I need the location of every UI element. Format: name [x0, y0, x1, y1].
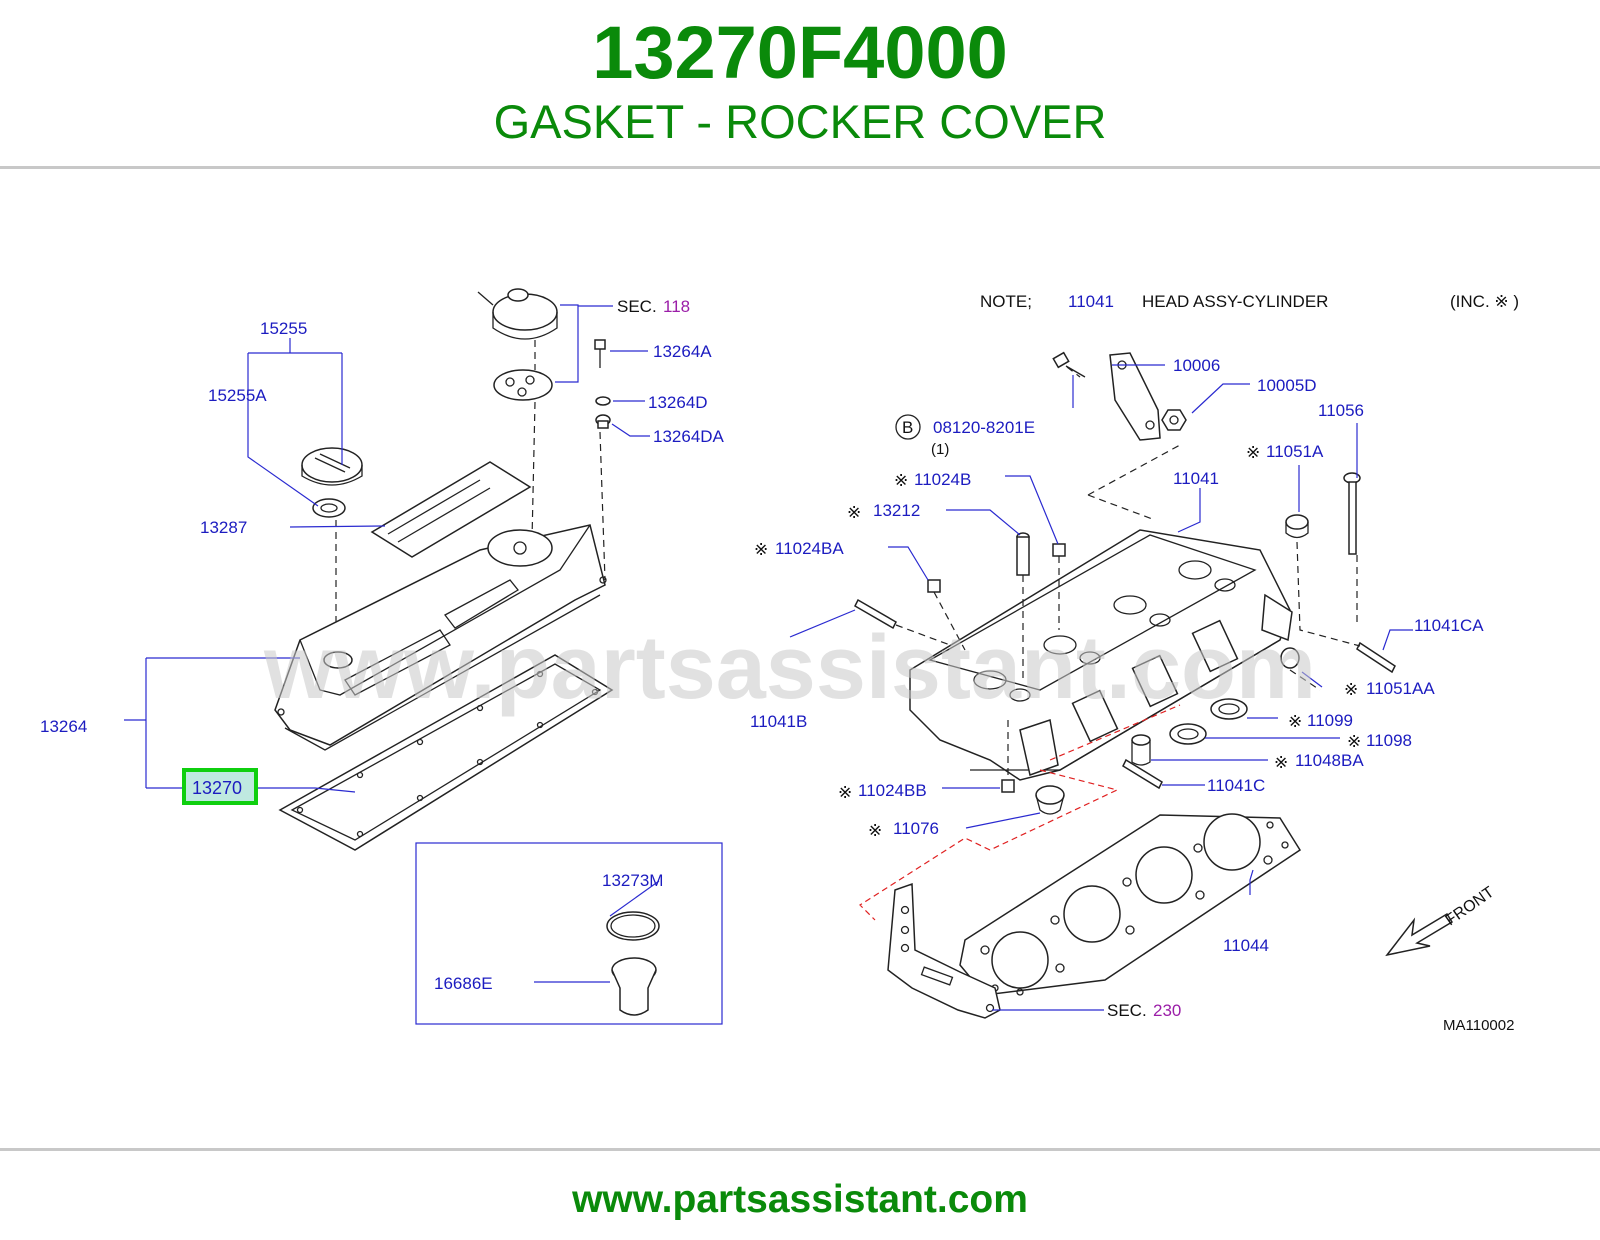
sleeve-13212-part: [1016, 532, 1030, 576]
part-number-title: 13270F4000: [592, 11, 1008, 94]
mark-11024ba: ※: [754, 540, 768, 559]
sec-118-prefix: SEC.: [617, 297, 657, 316]
label-16686e[interactable]: 16686E: [434, 974, 493, 993]
breather-cap-part: [477, 288, 558, 340]
label-10006[interactable]: 10006: [1173, 356, 1220, 375]
label-13212[interactable]: 13212: [873, 501, 920, 520]
mark-11098: ※: [1347, 732, 1361, 751]
plug-16686e-part: [611, 957, 657, 1016]
rocker-cover-gasket-part: [278, 654, 614, 851]
head-bolt-11056-part: [1343, 472, 1361, 555]
cylinder-head-part: [909, 529, 1293, 781]
label-11041ca[interactable]: 11041CA: [1414, 616, 1484, 635]
label-15255a[interactable]: 15255A: [208, 386, 267, 405]
inset-box: [415, 842, 723, 1025]
grommet-13264da-part: [595, 414, 611, 429]
part-name-subtitle: GASKET - ROCKER COVER: [493, 95, 1107, 148]
plug-11024ba-part: [927, 579, 941, 593]
label-13264[interactable]: 13264: [40, 717, 87, 736]
label-11098[interactable]: 11098: [1366, 731, 1412, 750]
label-11051aa[interactable]: 11051AA: [1366, 679, 1435, 698]
bolt-ref-qty: (1): [931, 441, 949, 458]
mark-11048ba: ※: [1274, 753, 1288, 772]
parts-diagram: www.partsassistant.com NOTE; 11041 HEAD …: [0, 250, 1600, 1090]
label-13270-highlighted[interactable]: 13270: [192, 778, 242, 798]
label-11041b[interactable]: 11041B: [750, 712, 807, 731]
head-gasket-part: [959, 813, 1302, 996]
seal-11098-part: [1169, 723, 1207, 745]
label-13287[interactable]: 13287: [200, 518, 247, 537]
note-prefix: NOTE;: [980, 292, 1032, 311]
bolt-13264a-part: [594, 339, 606, 368]
mark-13212: ※: [847, 503, 861, 522]
plug-11051a-part: [1285, 514, 1309, 539]
note-part-link[interactable]: 11041: [1068, 292, 1114, 311]
bolt-ref-badge: [895, 414, 921, 440]
mark-11099: ※: [1288, 712, 1302, 731]
bolt-ref-code-link[interactable]: 08120-8201E: [933, 418, 1035, 437]
label-11024b[interactable]: 11024B: [914, 470, 971, 489]
plug-11051aa-part: [1280, 647, 1300, 669]
mark-11024b: ※: [894, 471, 908, 490]
highlighted-part-box[interactable]: [182, 768, 258, 805]
label-13264a[interactable]: 13264A: [653, 342, 712, 361]
footer-divider: [0, 1148, 1600, 1151]
o-ring-13273m-part: [606, 911, 660, 941]
bolt-ref-badge-letter: B: [902, 418, 913, 437]
header-divider: [0, 166, 1600, 169]
label-11024ba[interactable]: 11024BA: [775, 539, 844, 558]
label-11099[interactable]: 11099: [1307, 711, 1353, 730]
label-13264da[interactable]: 13264DA: [653, 427, 725, 446]
sec-230-link[interactable]: 230: [1153, 1001, 1181, 1020]
mark-11024bb: ※: [838, 783, 852, 802]
drawing-code: MA110002: [1443, 1017, 1514, 1034]
mark-11051a: ※: [1246, 443, 1260, 462]
note-text: HEAD ASSY-CYLINDER: [1142, 292, 1328, 311]
seal-11099-part: [1210, 698, 1248, 720]
stud-11041b-part: [854, 598, 897, 630]
label-11044[interactable]: 11044: [1223, 936, 1269, 955]
oil-filler-cap-part: [301, 447, 363, 486]
plug-11024bb-part: [1001, 779, 1015, 793]
breather-plate-part: [493, 369, 553, 401]
dowel-11048ba-part: [1131, 734, 1151, 766]
bolt-top-part: [1052, 351, 1086, 378]
label-10005d[interactable]: 10005D: [1257, 376, 1317, 395]
label-11056[interactable]: 11056: [1318, 401, 1364, 420]
page-header: 13270F4000 GASKET - ROCKER COVER: [0, 0, 1600, 168]
nameplate-part: [370, 461, 532, 558]
rocker-cover-part: [274, 524, 607, 751]
grommet-11076-part: [1035, 785, 1065, 815]
label-11041[interactable]: 11041: [1173, 469, 1219, 488]
label-13264d[interactable]: 13264D: [648, 393, 708, 412]
mark-11076: ※: [868, 821, 882, 840]
plug-11024b-part: [1052, 543, 1066, 557]
label-15255[interactable]: 15255: [260, 319, 307, 338]
stud-11041ca-part: [1356, 641, 1396, 674]
washer-13264d-part: [595, 396, 611, 406]
nut-10005d-part: [1161, 409, 1187, 431]
filler-cap-seal-part: [312, 498, 346, 518]
bracket-10006-part: [1109, 352, 1161, 441]
label-13273m[interactable]: 13273M: [602, 871, 663, 890]
stud-11041c-part: [1122, 758, 1163, 790]
note-inc: (INC. ※ ): [1450, 292, 1519, 311]
label-11048ba[interactable]: 11048BA: [1295, 751, 1364, 770]
mark-11051aa: ※: [1344, 680, 1358, 699]
sec-230-prefix: SEC.: [1107, 1001, 1147, 1020]
front-arrow-icon: [1385, 912, 1454, 957]
label-11076[interactable]: 11076: [893, 819, 939, 838]
label-11041c[interactable]: 11041C: [1207, 776, 1265, 795]
watermark-text: www.partsassistant.com: [263, 618, 1316, 718]
label-11024bb[interactable]: 11024BB: [858, 781, 927, 800]
sec-118-link[interactable]: 118: [663, 297, 690, 316]
footer-website-link[interactable]: www.partsassistant.com: [572, 1178, 1028, 1221]
label-11051a[interactable]: 11051A: [1266, 442, 1324, 461]
